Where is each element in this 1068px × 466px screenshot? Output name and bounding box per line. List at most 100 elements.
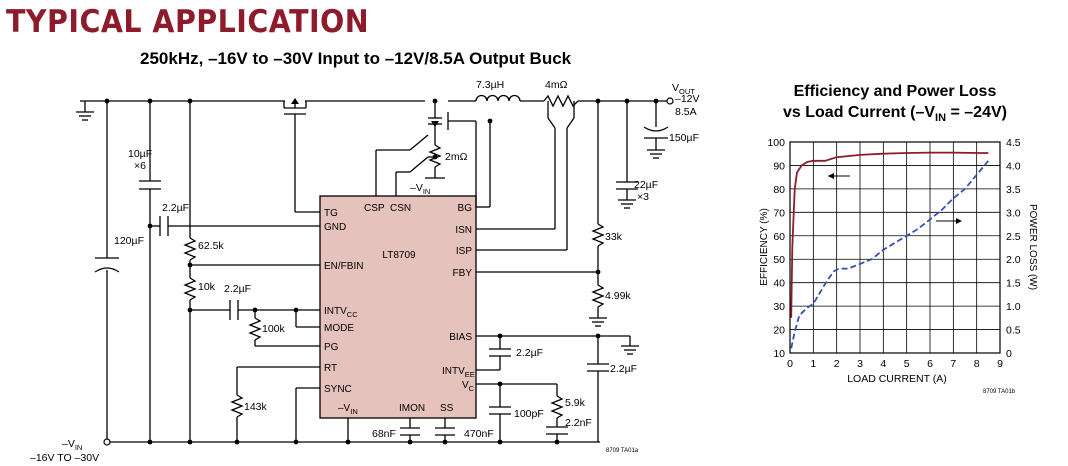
pin-intvee: INTVEE <box>442 366 475 379</box>
pin-gnd: GND <box>324 222 346 233</box>
pin-mode-text: MODE <box>324 323 354 334</box>
pin-bias-text: BIAS <box>449 332 472 343</box>
cap-2-2uf-intvcc: 2.2µF <box>224 283 251 295</box>
pin-vc-text: V <box>462 380 469 391</box>
cap-2-2uf-gnd-text: 2.2µF <box>162 202 189 214</box>
vout-current-text: 8.5A <box>675 106 697 118</box>
res-143k: 143k <box>244 401 268 413</box>
y-left-tick-label: 90 <box>773 160 785 172</box>
cap-22uf-text: 22µF <box>634 179 658 191</box>
y-left-tick-label: 80 <box>773 184 785 196</box>
circuit-title: 250kHz, –16V to –30V Input to –12V/8.5A … <box>140 49 572 68</box>
pin-bias: BIAS <box>449 332 472 343</box>
cap-10uf-count-text: ×6 <box>134 160 146 172</box>
pin-fby-text: FBY <box>453 268 473 279</box>
vin-node-label-subscript: IN <box>423 187 431 196</box>
pin-tg-text: TG <box>324 208 338 219</box>
figure-code-text: 8709 TA01a <box>606 448 639 454</box>
res-100k: 100k <box>262 323 286 335</box>
res-10k-text: 10k <box>198 281 216 293</box>
plot-frame <box>789 141 1001 354</box>
y-right-tick-label: 1.5 <box>1006 278 1021 290</box>
res-10k: 10k <box>198 281 216 293</box>
y-axis-label-right: POWER LOSS (W) <box>1027 204 1038 290</box>
input-label: –VIN <box>62 438 82 452</box>
y-left-tick-label: 70 <box>773 207 785 219</box>
cap-470nf-text: 470nF <box>464 428 494 440</box>
pin-gnd-text: GND <box>324 222 346 233</box>
y-right-tick-label: 3.5 <box>1006 184 1021 196</box>
pin-pg-text: PG <box>324 342 339 353</box>
x-axis-label: LOAD CURRENT (A) <box>847 373 947 385</box>
pin-sync-text: SYNC <box>324 384 352 395</box>
cap-2-2uf-gnd: 2.2µF <box>162 202 189 214</box>
cap-120uf-text: 120µF <box>114 235 144 247</box>
chart-code: 8709 TA01b <box>983 389 1016 395</box>
vout-label-subscript: OUT <box>679 87 695 96</box>
pin-imon: IMON <box>399 403 425 414</box>
vout-current: 8.5A <box>675 106 697 118</box>
x-tick-label: 1 <box>810 358 816 370</box>
pin-csn: CSN <box>390 203 411 214</box>
series-line-efficiency <box>790 151 989 318</box>
res-5-9k-text: 5.9k <box>565 397 586 409</box>
y-left-tick-label: 60 <box>773 231 785 243</box>
pin-isp: ISP <box>456 246 472 257</box>
y-left-tick-label: 20 <box>773 325 785 337</box>
y-right-tick-label: 4.0 <box>1006 160 1021 172</box>
pin-vc: VC <box>462 380 475 393</box>
pin-intvcc: INTVCC <box>324 306 358 319</box>
cap-150uf-text: 150µF <box>669 132 699 144</box>
cap-22uf-count-text: ×3 <box>637 191 649 203</box>
y-right-tick-label: 1.0 <box>1006 301 1021 313</box>
y-axis-label-left: EFFICIENCY (%) <box>759 208 770 286</box>
y-right-tick-label: 3.0 <box>1006 207 1021 219</box>
pin-csp-text: CSP <box>364 203 385 214</box>
cap-10uf-text: 10µF <box>128 148 152 160</box>
cap-10uf-count: ×6 <box>134 160 146 172</box>
vout-label-text: V <box>672 82 679 94</box>
sense-resistor-value-text: 4mΩ <box>545 79 568 91</box>
pin-en-fbin: EN/FBIN <box>324 261 363 272</box>
res-4-99k: 4.99k <box>605 290 631 302</box>
cap-150uf: 150µF <box>669 132 699 144</box>
res-4-99k-text: 4.99k <box>605 290 631 302</box>
chart-title-prefix: vs Load Current (–V <box>783 104 935 121</box>
res-62-5k-text: 62.5k <box>198 240 224 252</box>
cap-100pf-text: 100pF <box>514 408 544 420</box>
pin-tg: TG <box>324 208 338 219</box>
pin-ss-text: SS <box>440 403 454 414</box>
pin-en-fbin-text: EN/FBIN <box>324 261 363 272</box>
y-left-tick-label: 100 <box>767 137 785 149</box>
cap-100pf: 100pF <box>514 408 544 420</box>
input-range-text: –16V TO –30V <box>30 452 99 464</box>
vout-voltage: –12V <box>675 93 700 105</box>
y-right-tick-label: 2.5 <box>1006 231 1021 243</box>
vout-voltage-text: –12V <box>675 93 700 105</box>
section-heading: TYPICAL APPLICATION <box>6 4 370 40</box>
res-5-9k: 5.9k <box>565 397 586 409</box>
chart-title-line2: vs Load Current (–VIN = –24V) <box>783 104 1007 124</box>
pin-vin: –VIN <box>338 403 358 416</box>
pin-intvcc-text: INTV <box>324 306 347 317</box>
vout-label: VOUT <box>672 82 695 96</box>
sense-2mohm: 2mΩ <box>445 151 468 163</box>
figure-code: 8709 TA01a <box>606 448 639 454</box>
chart-title-suffix: = –24V) <box>946 104 1007 121</box>
x-tick-label: 6 <box>927 358 933 370</box>
ic-part-number-text: LT8709 <box>382 250 416 261</box>
pin-fby: FBY <box>453 268 473 279</box>
x-tick-label: 2 <box>834 358 840 370</box>
vin-node-label-text: –V <box>410 182 423 194</box>
pin-vc-subscript: C <box>469 384 475 393</box>
y-left-tick-label: 40 <box>773 278 785 290</box>
pin-sync: SYNC <box>324 384 352 395</box>
pin-pg: PG <box>324 342 339 353</box>
pin-isn: ISN <box>455 225 472 236</box>
cap-120uf: 120µF <box>114 235 144 247</box>
inductor-value: 7.3µH <box>476 79 504 91</box>
cap-68nf-text: 68nF <box>372 428 396 440</box>
pin-rt-text: RT <box>324 363 337 374</box>
res-33k-text: 33k <box>605 231 623 243</box>
